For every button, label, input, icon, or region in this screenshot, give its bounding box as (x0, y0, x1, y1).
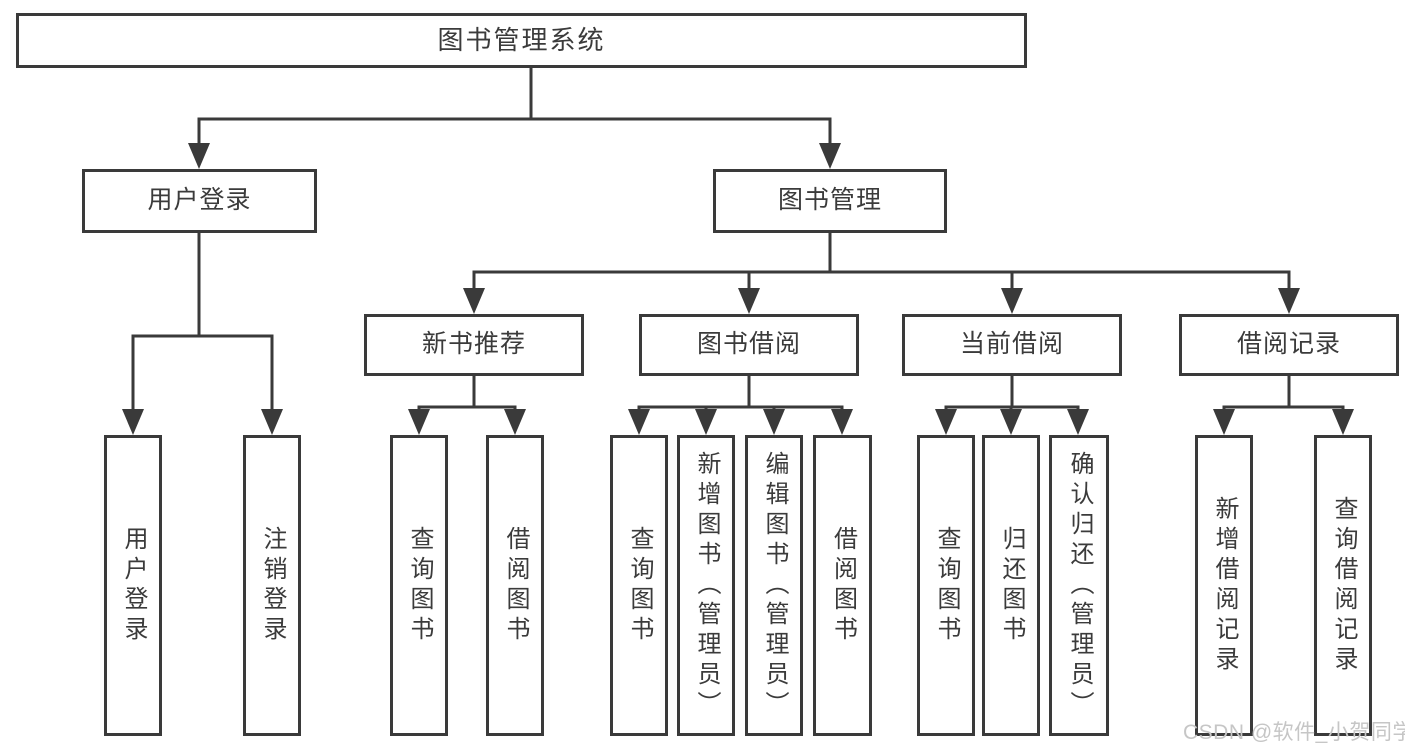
leaf-user-login-label: 用户登录 (120, 525, 147, 646)
arrow-down-icon (122, 409, 144, 435)
node-book-management: 图书管理 (713, 169, 947, 233)
arrow-down-icon (463, 288, 485, 314)
node-current-borrow: 当前借阅 (902, 314, 1122, 376)
arrow-down-icon (1332, 409, 1354, 435)
arrow-down-icon (819, 143, 841, 169)
node-root: 图书管理系统 (16, 13, 1027, 68)
node-new-book-recommend: 新书推荐 (364, 314, 584, 376)
leaf-edit-book-admin-label: 编辑图书（管理员） (761, 450, 788, 721)
node-user-login: 用户登录 (82, 169, 317, 233)
node-book-management-label: 图书管理 (777, 186, 882, 215)
leaf-query-books-current-label: 查询图书 (933, 525, 960, 646)
arrowheads (122, 143, 1354, 435)
arrow-down-icon (628, 409, 650, 435)
edge-level2-bus (197, 117, 832, 147)
arrow-down-icon (504, 409, 526, 435)
arrow-down-icon (408, 409, 430, 435)
node-book-borrow-label: 图书借阅 (696, 330, 801, 359)
leaf-query-books-current: 查询图书 (917, 435, 975, 736)
node-borrow-records-label: 借阅记录 (1236, 330, 1341, 359)
arrow-down-icon (935, 409, 957, 435)
arrow-down-icon (1067, 409, 1089, 435)
leaf-borrow-books-recommend: 借阅图书 (486, 435, 544, 736)
leaf-return-book-label: 归还图书 (998, 525, 1025, 646)
leaf-query-borrow-record-label: 查询借阅记录 (1330, 495, 1357, 676)
node-new-book-recommend-label: 新书推荐 (421, 330, 526, 359)
leaf-borrow-books: 借阅图书 (813, 435, 872, 736)
leaf-query-books-recommend: 查询图书 (390, 435, 448, 736)
leaf-user-login: 用户登录 (104, 435, 162, 736)
leaf-return-book: 归还图书 (982, 435, 1040, 736)
edge-recommend-bus (417, 405, 517, 412)
arrow-down-icon (763, 409, 785, 435)
node-current-borrow-label: 当前借阅 (959, 330, 1064, 359)
leaf-query-books-borrow: 查询图书 (610, 435, 668, 736)
leaf-add-borrow-record-label: 新增借阅记录 (1211, 495, 1238, 676)
arrow-down-icon (1278, 288, 1300, 314)
node-root-label: 图书管理系统 (437, 25, 606, 56)
leaf-add-book-admin-label: 新增图书（管理员） (693, 450, 720, 721)
arrow-down-icon (1001, 288, 1023, 314)
watermark: CSDN @软件_小贺同学 (1183, 716, 1405, 746)
arrow-down-icon (738, 288, 760, 314)
leaf-query-books-recommend-label: 查询图书 (406, 525, 433, 646)
leaf-borrow-books-label: 借阅图书 (829, 525, 857, 646)
edge-level3-bus (472, 270, 1291, 290)
edge-userlogin-bus (131, 334, 274, 412)
leaf-query-borrow-record: 查询借阅记录 (1314, 435, 1372, 736)
arrow-down-icon (695, 409, 717, 435)
leaf-add-book-admin: 新增图书（管理员） (677, 435, 735, 736)
leaf-borrow-books-recommend-label: 借阅图书 (502, 525, 529, 646)
node-borrow-records: 借阅记录 (1179, 314, 1399, 376)
leaf-edit-book-admin: 编辑图书（管理员） (745, 435, 803, 736)
leaf-logout-label: 注销登录 (259, 525, 286, 646)
leaf-logout: 注销登录 (243, 435, 301, 736)
watermark-text: CSDN @软件_小贺同学 (1183, 721, 1405, 744)
arrow-down-icon (1000, 409, 1022, 435)
leaf-confirm-return-admin-label: 确认归还（管理员） (1066, 450, 1093, 721)
arrow-down-icon (188, 143, 210, 169)
node-book-borrow: 图书借阅 (639, 314, 859, 376)
leaf-confirm-return-admin: 确认归还（管理员） (1049, 435, 1109, 736)
edge-records-bus (1222, 405, 1345, 412)
edge-borrow-bus (637, 405, 844, 412)
arrow-down-icon (831, 409, 853, 435)
arrow-down-icon (261, 409, 283, 435)
leaf-query-books-borrow-label: 查询图书 (626, 525, 653, 646)
leaf-add-borrow-record: 新增借阅记录 (1195, 435, 1253, 736)
node-user-login-label: 用户登录 (147, 186, 252, 215)
arrow-down-icon (1213, 409, 1235, 435)
